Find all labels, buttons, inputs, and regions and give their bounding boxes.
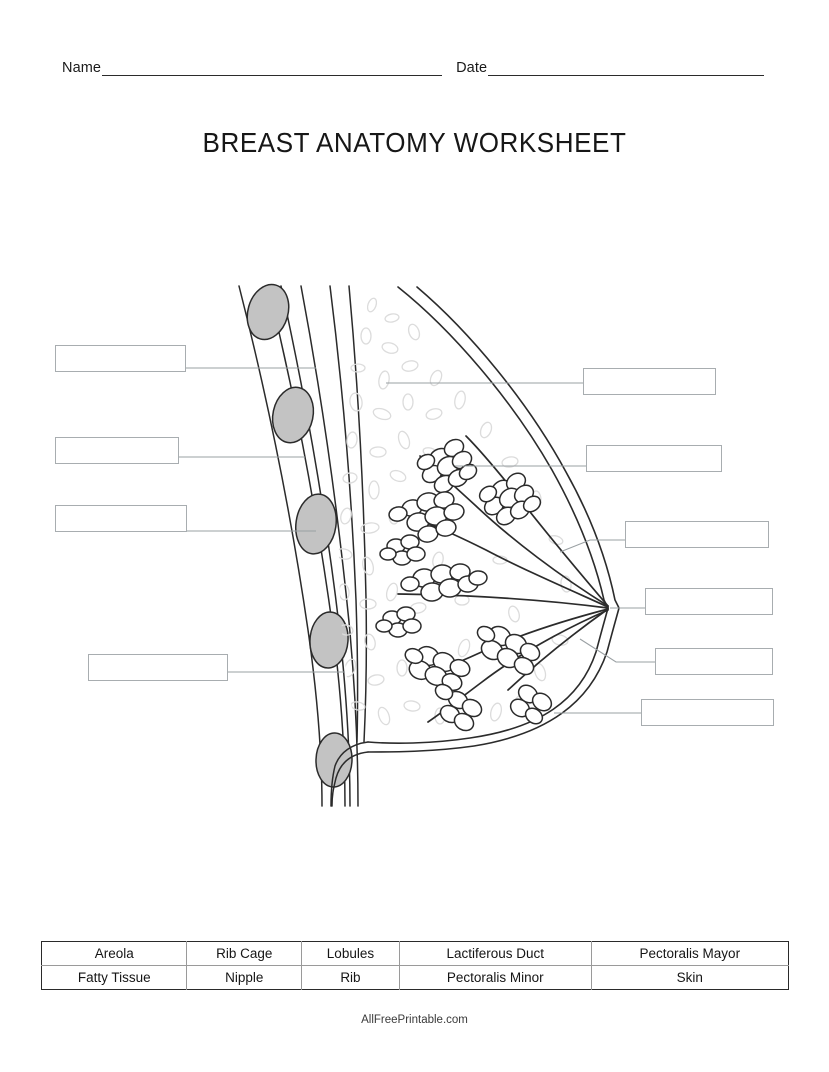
- lactiferous-ducts: [397, 435, 609, 723]
- date-label: Date: [456, 60, 488, 76]
- word-bank-term: Areola: [41, 941, 188, 966]
- inframammary-fold: [330, 741, 369, 807]
- footer-credit: AllFreePrintable.com: [361, 1014, 468, 1026]
- word-bank-term: Lactiferous Duct: [398, 941, 592, 966]
- answer-box-right-4[interactable]: [645, 588, 773, 615]
- answer-box-left-2[interactable]: [55, 437, 179, 464]
- answer-box-right-1[interactable]: [583, 368, 716, 395]
- answer-box-left-1[interactable]: [55, 345, 186, 372]
- answer-box-right-5[interactable]: [655, 648, 773, 675]
- name-write-in-line[interactable]: [102, 61, 443, 76]
- word-bank-term: Lobules: [301, 941, 400, 966]
- leader-right-3: [559, 539, 625, 553]
- word-bank-term: Skin: [590, 965, 789, 990]
- rib-shapes: [246, 283, 353, 788]
- name-date-row: Name Date: [62, 50, 768, 76]
- pectoralis-minor-layer: [329, 285, 368, 743]
- rib-cage-outline: [238, 285, 346, 807]
- fatty-tissue-stipple: [338, 297, 572, 726]
- pectoralis-major-layer: [280, 285, 359, 807]
- page-title: BREAST ANATOMY WORKSHEET: [202, 127, 627, 158]
- answer-box-right-3[interactable]: [625, 521, 769, 548]
- word-bank-term: Nipple: [186, 965, 303, 990]
- name-label: Name: [62, 60, 102, 76]
- word-bank-term: Fatty Tissue: [41, 965, 188, 990]
- word-bank-term: Rib Cage: [186, 941, 303, 966]
- answer-box-right-6[interactable]: [641, 699, 774, 726]
- word-bank-term: Pectoralis Minor: [398, 965, 592, 990]
- answer-box-left-4[interactable]: [88, 654, 228, 681]
- answer-box-left-3[interactable]: [55, 505, 187, 532]
- lobule-clusters: [375, 438, 553, 732]
- skin-contour: [367, 286, 620, 753]
- answer-box-right-2[interactable]: [586, 445, 722, 472]
- date-write-in-line[interactable]: [488, 61, 765, 76]
- leader-lines: [179, 367, 655, 714]
- word-bank-term: Rib: [301, 965, 400, 990]
- word-bank-term: Pectoralis Mayor: [590, 941, 789, 966]
- leader-right-5: [579, 638, 655, 663]
